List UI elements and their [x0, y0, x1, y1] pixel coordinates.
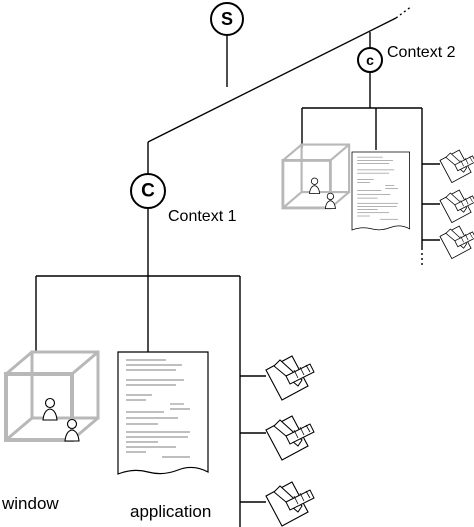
- context1-node: C: [130, 173, 166, 209]
- application-label: application: [130, 502, 211, 521]
- window-label: window: [1, 494, 59, 513]
- server-node: S: [210, 2, 244, 36]
- pen-card-icon: [439, 189, 474, 223]
- context2-label: Context 2: [387, 44, 456, 61]
- cube-window-icon: [281, 143, 351, 211]
- context1-node-letter: C: [141, 181, 155, 202]
- document-icon: [117, 351, 209, 475]
- context1-label: Context 1: [168, 208, 237, 225]
- server-node-letter: S: [221, 9, 233, 29]
- context2-node: c: [357, 47, 383, 73]
- connector-lines: [35, 5, 440, 527]
- pen-card-icon: [265, 355, 315, 401]
- document-icon: [351, 151, 410, 231]
- pen-card-icon: [265, 481, 315, 527]
- pen-card-icon: [439, 225, 474, 259]
- context2-node-letter: c: [366, 52, 374, 68]
- cube-window-icon: [4, 350, 100, 443]
- pen-card-icon: [265, 415, 315, 461]
- pen-card-icon: [439, 149, 474, 183]
